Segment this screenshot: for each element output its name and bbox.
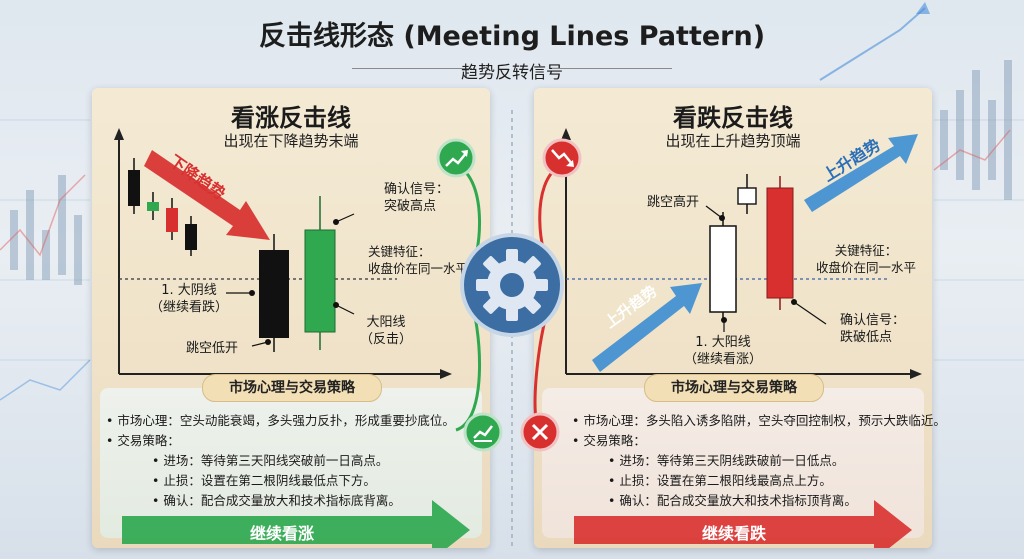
- bullish-subtitle: 出现在下降趋势末端: [223, 132, 359, 150]
- strategy-title: • 交易策略：: [106, 433, 180, 448]
- bearish-arrow-label: 继续看跌: [701, 524, 766, 543]
- bullish-panel: 看涨反击线 出现在下降趋势末端 下降趋势 确认信号： 突破高点 关键特征： 收: [92, 88, 490, 548]
- page-subtitle: 趋势反转信号: [461, 63, 563, 83]
- uptrend-arrow-lower: [592, 283, 702, 372]
- bearish-title: 看跌反击线: [673, 104, 793, 132]
- entry-line: • 进场：等待第三天阴线跌破前一日低点。: [608, 453, 845, 468]
- bear-candle-label: 1. 大阴线 （继续看跌）: [150, 283, 229, 315]
- small-bear-candle: [128, 170, 140, 206]
- small-red-candle: [166, 208, 178, 232]
- bullish-chart: [114, 128, 452, 379]
- trend-down-icon: [542, 138, 582, 178]
- gap-up-label: 跳空高开: [647, 195, 700, 210]
- big-bear-candle: [766, 187, 794, 299]
- small-bear-candle: [185, 224, 197, 250]
- subtitle-divider-left: [352, 68, 472, 69]
- confirm-signal-label: 确认信号： 突破高点: [384, 182, 450, 214]
- psychology-line: • 市场心理：空头动能衰竭，多头强力反扑，形成重要抄底位。: [106, 413, 455, 428]
- entry-line: • 进场：等待第三天阳线突破前一日高点。: [152, 453, 389, 468]
- key-feature-label: 关键特征： 收盘价在同一水平: [368, 244, 469, 276]
- bearish-subtitle: 出现在上升趋势顶端: [665, 132, 801, 150]
- gap-down-label: 跳空低开: [186, 341, 239, 356]
- gear-icon: [476, 249, 548, 321]
- trend-up-icon: [436, 138, 476, 178]
- subtitle-divider-right: [552, 68, 672, 69]
- strategy-heading: 市场心理与交易策略: [202, 374, 382, 402]
- key-feature-label: 关键特征： 收盘价在同一水平: [816, 243, 917, 275]
- bearish-panel: 看跌反击线 出现在上升趋势顶端 上升趋势 上升趋势 跳空高开 关键特征： 收盘价…: [534, 88, 946, 548]
- bull-candle-label: 1. 大阳线 （继续看涨）: [684, 335, 763, 367]
- small-bull-candle: [737, 187, 757, 205]
- x-axis-arrow: [440, 369, 452, 379]
- y-axis-arrow: [561, 128, 571, 140]
- bullish-title: 看涨反击线: [231, 104, 351, 132]
- uptrend-arrow-upper: [804, 134, 918, 212]
- x-axis-arrow: [910, 369, 922, 379]
- confirm-signal-label: 确认信号： 跌破低点: [840, 313, 906, 345]
- big-bull-candle: [304, 229, 336, 333]
- stop-line: • 止损：设置在第二根阳线最高点上方。: [608, 473, 832, 488]
- bullish-arrow-label: 继续看涨: [249, 524, 314, 543]
- page-title: 反击线形态 (Meeting Lines Pattern): [258, 21, 766, 52]
- y-axis-arrow: [114, 128, 124, 140]
- big-bull-candle: [709, 225, 737, 313]
- stop-line: • 止损：设置在第二根阴线最低点下方。: [152, 473, 376, 488]
- strategy-title: • 交易策略：: [572, 433, 646, 448]
- strategy-heading: 市场心理与交易策略: [644, 374, 824, 402]
- bearish-chart: [561, 128, 922, 379]
- bull-candle-label: 大阳线 （反击）: [360, 315, 413, 347]
- psychology-line: • 市场心理：多头陷入诱多陷阱，空头夺回控制权，预示大跌临近。: [572, 413, 946, 428]
- downtrend-arrow: [144, 150, 270, 240]
- big-bear-candle: [259, 250, 289, 338]
- check-trend-icon: [463, 412, 503, 452]
- small-bull-candle: [147, 202, 159, 211]
